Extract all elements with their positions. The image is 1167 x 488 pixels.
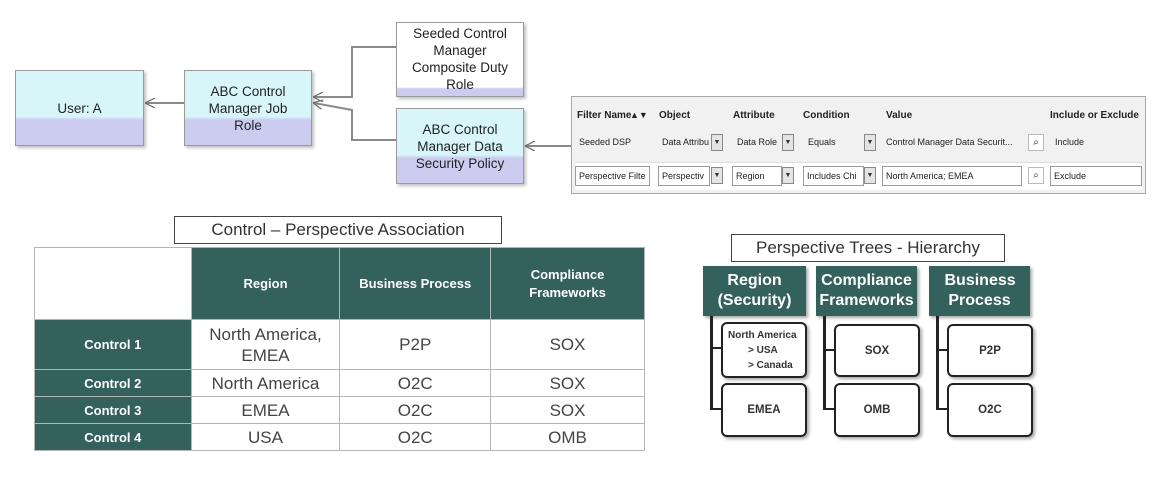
tree-line-business — [936, 316, 939, 410]
tree-branch — [710, 408, 722, 410]
tree-branch — [710, 347, 722, 349]
header-value: Value — [886, 110, 913, 121]
cell-process: O2C — [339, 423, 492, 451]
row1-object-dropdown[interactable]: ▼ — [711, 134, 723, 151]
row-header: Control 4 — [34, 423, 192, 451]
cell-region: North America, EMEA — [190, 319, 341, 370]
tree-branch — [823, 349, 835, 351]
header-object: Object — [659, 110, 691, 121]
row1-attribute: Data Role — [737, 137, 778, 147]
association-title: Control – Perspective Association — [174, 216, 502, 244]
cell-process: O2C — [339, 396, 492, 424]
arrow-seeded-to-job — [314, 46, 396, 97]
tree-node-emea: EMEA — [721, 383, 807, 437]
job-role-box: ABC Control Manager Job Role — [184, 70, 312, 146]
tree-header-compliance: Compliance Frameworks — [816, 266, 917, 316]
row2-condition-dropdown[interactable]: ▼ — [864, 167, 876, 184]
tree-header-compliance-label: Compliance Frameworks — [819, 272, 914, 309]
tree-node-omb: OMB — [834, 383, 920, 437]
tree-node-north-america: North America > USA > Canada — [721, 322, 807, 378]
header-condition: Condition — [803, 110, 850, 121]
header-attribute: Attribute — [733, 110, 775, 121]
cell-framework: SOX — [490, 319, 645, 370]
seeded-role-box: Seeded Control Manager Composite Duty Ro… — [396, 22, 524, 97]
tree-node-sox: SOX — [834, 324, 920, 377]
user-label: User: A — [57, 100, 102, 116]
table-row: Control 3 EMEA O2C SOX — [34, 396, 645, 424]
row1-object: Data Attribu — [662, 137, 709, 147]
row1-value: Control Manager Data Securit... — [886, 137, 1013, 147]
node-label: P2P — [979, 344, 1001, 357]
cell-region: EMEA — [190, 396, 341, 424]
cell-process: O2C — [339, 369, 492, 397]
table-row: Control 4 USA O2C OMB — [34, 423, 645, 451]
row1-include-exclude: Include — [1055, 137, 1085, 147]
row2-object-dropdown[interactable]: ▼ — [711, 167, 723, 184]
seeded-role-label: Seeded Control Manager Composite Duty Ro… — [411, 26, 509, 92]
cell-region: North America — [190, 369, 341, 397]
tree-branch — [936, 349, 948, 351]
filter-panel: Filter Name ▲▼ Object Attribute Conditio… — [571, 96, 1146, 194]
data-security-policy-label: ABC Control Manager Data Security Policy — [415, 121, 505, 171]
job-role-label: ABC Control Manager Job Role — [208, 83, 288, 133]
tree-branch — [823, 408, 835, 410]
row1-search-icon[interactable]: ⌕ — [1028, 134, 1044, 151]
row1-filter-name: Seeded DSP — [579, 137, 632, 147]
node-label: EMEA — [747, 404, 781, 416]
node-child: > Canada — [748, 359, 793, 371]
cell-framework: SOX — [490, 369, 645, 397]
row2-attribute-dropdown[interactable]: ▼ — [782, 167, 794, 184]
node-label: O2C — [978, 404, 1002, 416]
data-security-policy-box: ABC Control Manager Data Security Policy — [396, 108, 524, 184]
column-header-region: Region — [190, 247, 341, 320]
table-row: Control 2 North America O2C SOX — [34, 369, 645, 397]
tree-node-p2p: P2P — [947, 324, 1033, 377]
tree-line-compliance — [823, 316, 826, 410]
node-label: OMB — [863, 404, 891, 416]
column-header-process: Business Process — [339, 247, 492, 320]
association-table: Region Business Process Compliance Frame… — [34, 247, 645, 451]
arrow-dsp-to-job — [314, 103, 396, 141]
tree-header-business-label: Business Process — [944, 272, 1016, 309]
tree-node-o2c: O2C — [947, 383, 1033, 437]
node-title: North America — [728, 329, 797, 341]
cell-process: P2P — [339, 319, 492, 370]
row2-include-exclude-select[interactable]: Exclude — [1050, 166, 1142, 186]
tree-header-region: Region (Security) — [703, 266, 806, 316]
table-corner — [34, 247, 192, 320]
row2-filter-name-input[interactable]: Perspective Filte — [575, 166, 650, 186]
header-filter-name: Filter Name — [577, 110, 632, 121]
tree-header-region-label: Region (Security) — [717, 272, 792, 309]
tree-header-business: Business Process — [929, 266, 1030, 316]
row1-attribute-dropdown[interactable]: ▼ — [782, 134, 794, 151]
sort-icon[interactable]: ▲▼ — [630, 110, 648, 120]
trees-title: Perspective Trees - Hierarchy — [731, 234, 1005, 262]
row-header: Control 2 — [34, 369, 192, 397]
row1-condition-dropdown[interactable]: ▼ — [864, 134, 876, 151]
row2-search-icon[interactable]: ⌕ — [1028, 167, 1044, 184]
row-header: Control 3 — [34, 396, 192, 424]
column-header-framework: Compliance Frameworks — [490, 247, 645, 320]
tree-line-region — [710, 316, 713, 410]
row-header: Control 1 — [34, 319, 192, 370]
row2-value-input[interactable]: North America; EMEA — [882, 166, 1022, 186]
node-child: > USA — [748, 344, 778, 356]
cell-region: USA — [190, 423, 341, 451]
row1-condition: Equals — [808, 137, 836, 147]
user-box: User: A — [15, 70, 144, 146]
table-row: Control 1 North America, EMEA P2P SOX — [34, 319, 645, 370]
row2-condition-select[interactable]: Includes Chi — [803, 166, 864, 186]
row2-object-select[interactable]: Perspectiv — [658, 166, 710, 186]
row2-attribute-select[interactable]: Region — [732, 166, 782, 186]
header-include-exclude: Include or Exclude — [1050, 110, 1139, 121]
node-label: SOX — [864, 344, 890, 357]
cell-framework: OMB — [490, 423, 645, 451]
cell-framework: SOX — [490, 396, 645, 424]
tree-branch — [936, 408, 948, 410]
